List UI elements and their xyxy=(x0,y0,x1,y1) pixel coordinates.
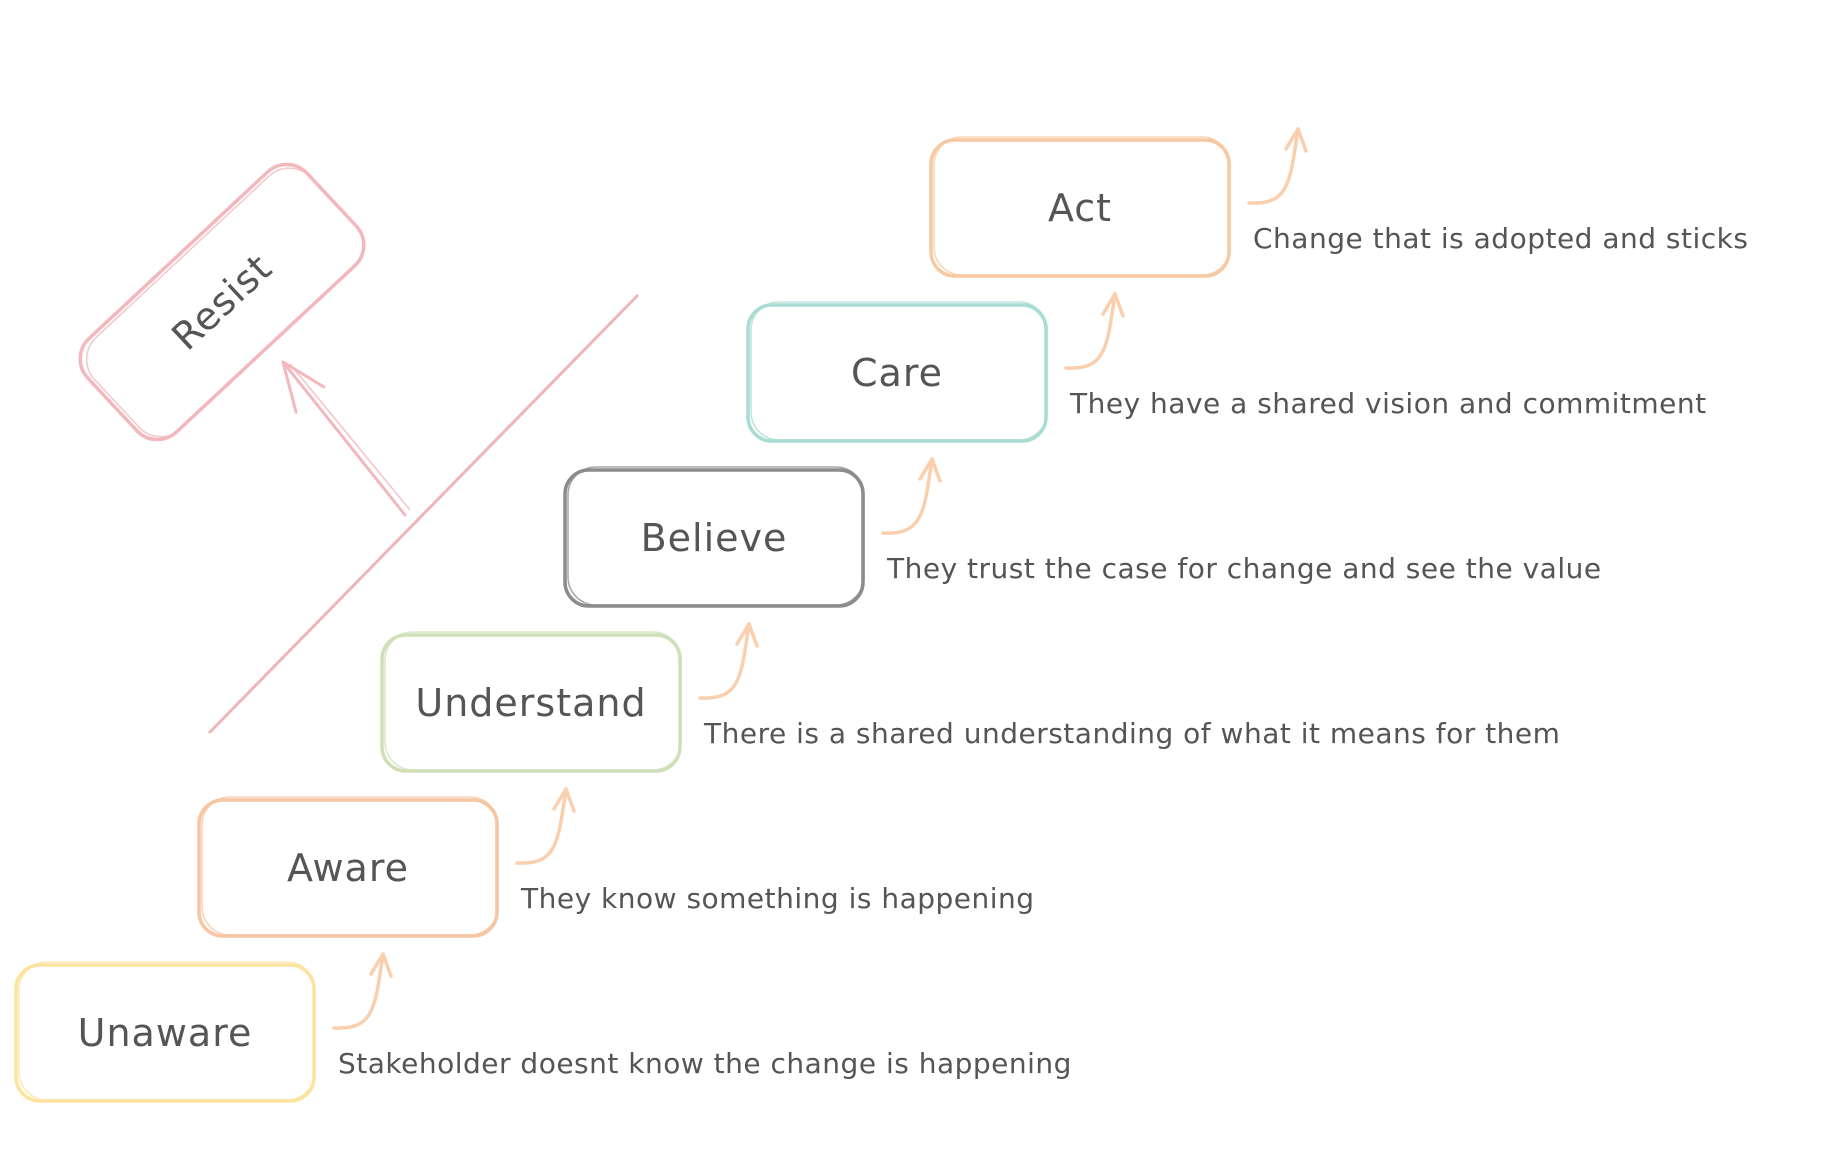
step-arrow-shaft-believe xyxy=(881,457,934,535)
step-arrow-head-care xyxy=(1101,292,1125,318)
resist-label: Resist xyxy=(163,245,280,358)
step-box-unaware xyxy=(14,963,316,1103)
step-description-believe: They trust the case for change and see t… xyxy=(886,552,1602,585)
step-box-ghost-act xyxy=(933,136,1231,276)
divider-stroke-ghost xyxy=(212,299,635,730)
step-arrow-shaft-act xyxy=(1247,127,1300,205)
step-label-unaware: Unaware xyxy=(78,1011,253,1055)
step-box-ghost-believe xyxy=(567,466,865,606)
step-box-understand xyxy=(380,633,682,773)
resist-arrow-head xyxy=(281,360,326,414)
step-arrow-understand xyxy=(698,622,759,700)
step-box-ghost-unaware xyxy=(18,961,316,1101)
step-arrow-head-unaware xyxy=(369,952,393,978)
step-description-act: Change that is adopted and sticks xyxy=(1253,222,1748,255)
step-arrow-head-understand xyxy=(735,622,759,648)
step-arrow-head-aware xyxy=(552,787,576,813)
step-arrow-care xyxy=(1064,292,1125,370)
step-label-care: Care xyxy=(851,351,943,395)
step-box-act xyxy=(929,138,1231,278)
step-label-understand: Understand xyxy=(415,681,646,725)
step-box-ghost-aware xyxy=(201,796,499,936)
step-arrow-head-believe xyxy=(918,457,942,483)
resist-arrow xyxy=(281,360,411,517)
step-arrow-shaft-understand xyxy=(698,622,751,700)
step-arrow-unaware xyxy=(332,952,393,1030)
step-description-care: They have a shared vision and commitment xyxy=(1069,387,1707,420)
step-description-aware: They know something is happening xyxy=(520,882,1035,915)
resist-node: Resist xyxy=(78,162,366,442)
step-label-believe: Believe xyxy=(641,516,788,560)
step-arrow-head-act xyxy=(1284,127,1308,153)
step-description-unaware: Stakeholder doesnt know the change is ha… xyxy=(338,1047,1072,1080)
step-box-ghost-care xyxy=(750,301,1048,441)
step-box-aware xyxy=(197,798,499,938)
step-arrow-believe xyxy=(881,457,942,535)
step-box-ghost-understand xyxy=(384,631,682,771)
step-arrow-shaft-aware xyxy=(515,787,568,865)
resist-arrow-shaft-ghost xyxy=(289,363,411,511)
step-label-act: Act xyxy=(1048,186,1112,230)
step-box-care xyxy=(746,303,1048,443)
resist-box-ghost xyxy=(85,167,365,438)
step-arrow-shaft-care xyxy=(1064,292,1117,370)
step-description-understand: There is a shared understanding of what … xyxy=(703,717,1560,750)
step-box-believe xyxy=(563,468,865,608)
step-arrow-aware xyxy=(515,787,576,865)
step-arrow-act xyxy=(1247,127,1308,205)
divider-line xyxy=(208,294,639,734)
resist-arrow-shaft xyxy=(281,360,407,517)
step-label-aware: Aware xyxy=(287,846,409,890)
step-arrow-shaft-unaware xyxy=(332,952,385,1030)
